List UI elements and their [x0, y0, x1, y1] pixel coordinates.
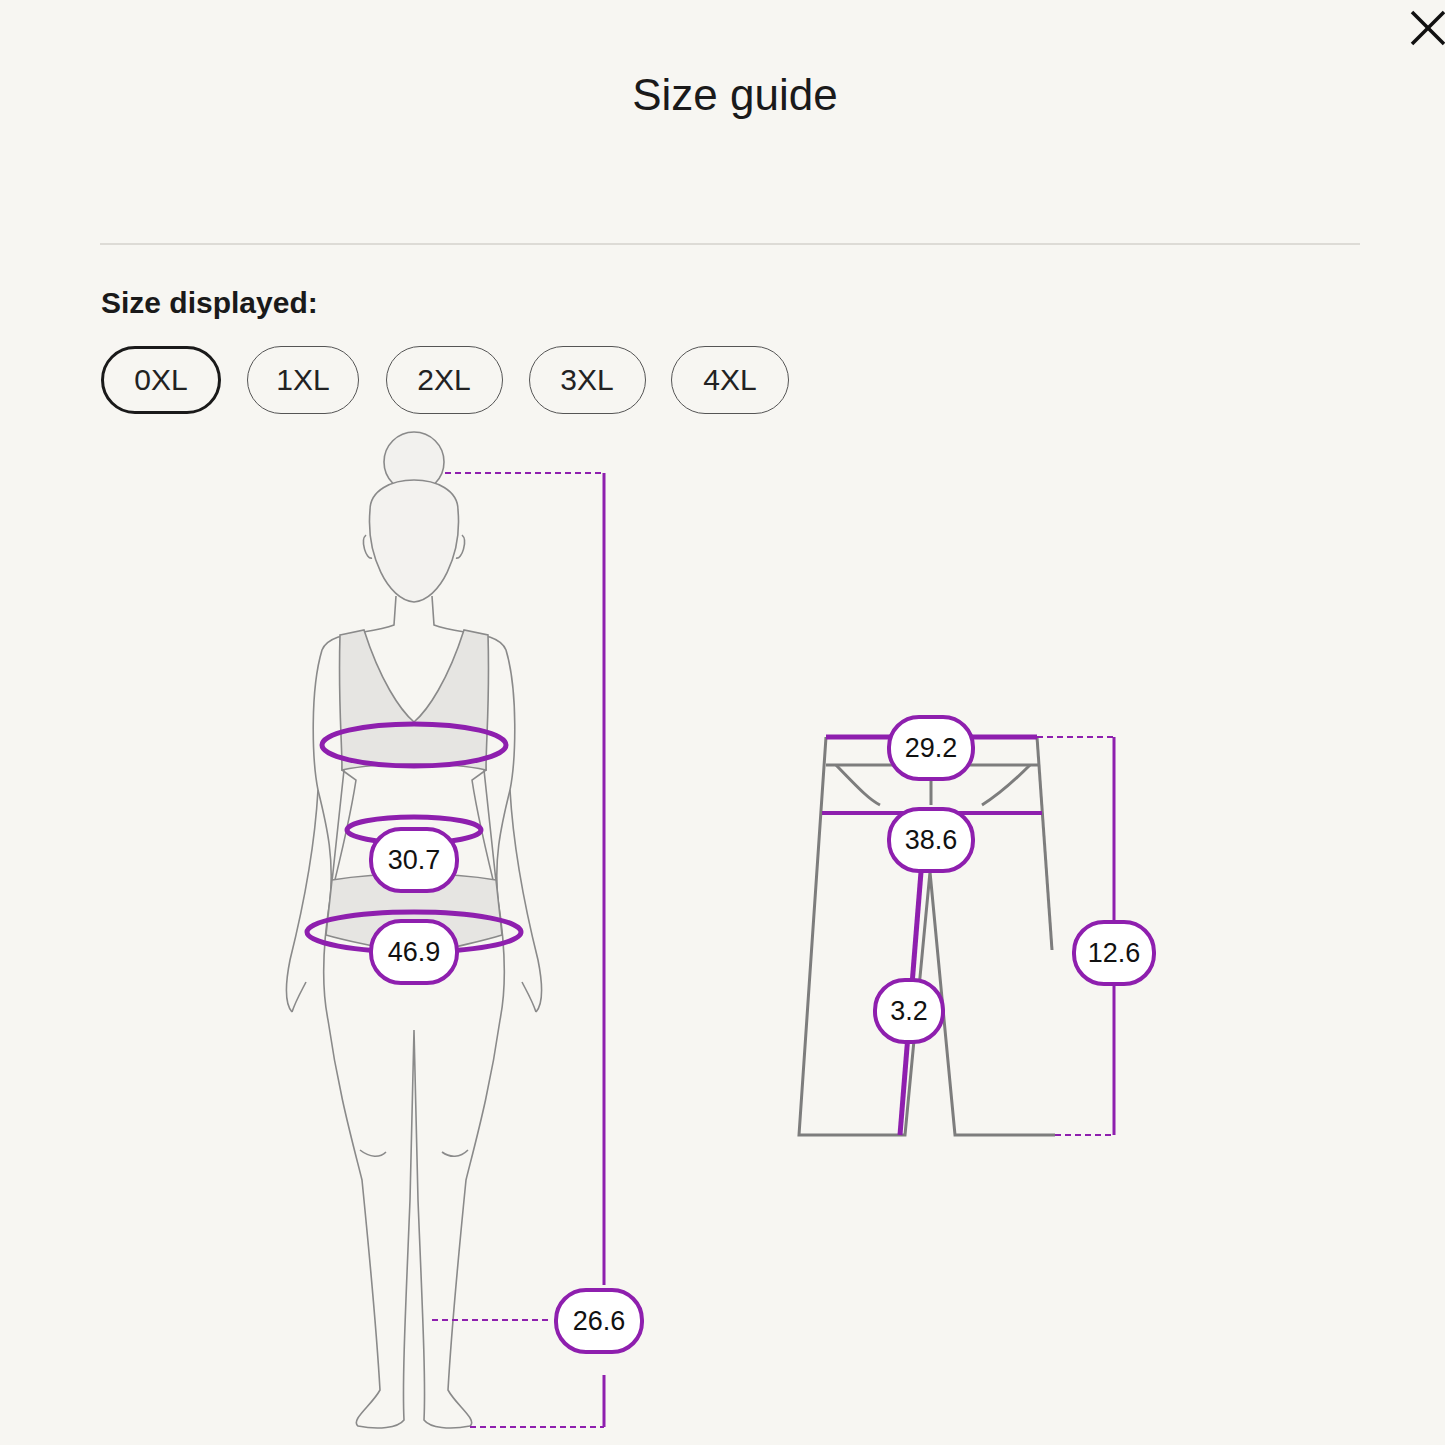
pants-outline [799, 737, 1055, 1135]
measure-value: 38.6 [905, 825, 958, 856]
size-button: 0XL [101, 346, 221, 414]
measure-callout: 29.2 [887, 715, 975, 781]
size-label: 0XL [134, 363, 187, 397]
size-label: 1XL [276, 363, 329, 397]
measure-callout: 30.7 [369, 827, 459, 893]
size-button: 4XL [671, 346, 789, 414]
page-title: Size guide [632, 70, 837, 120]
body-rings [307, 724, 521, 952]
measure-callout: 46.9 [369, 919, 459, 985]
measure-value: 12.6 [1088, 938, 1141, 969]
close-icon [1412, 12, 1444, 44]
pants-measure-lines [822, 737, 1114, 1135]
measure-callout: 3.2 [873, 978, 945, 1044]
size-button: 2XL [386, 346, 503, 414]
section-label: Size displayed: [101, 286, 318, 320]
measure-callout: 12.6 [1072, 920, 1156, 986]
measure-value: 29.2 [905, 733, 958, 764]
measure-callout: 38.6 [887, 807, 975, 873]
size-label: 3XL [560, 363, 613, 397]
measure-callout: 26.6 [554, 1288, 644, 1354]
measure-value: 46.9 [388, 937, 441, 968]
size-button: 1XL [247, 346, 359, 414]
measure-value: 26.6 [573, 1306, 626, 1337]
size-label: 2XL [417, 363, 470, 397]
size-label: 4XL [703, 363, 756, 397]
measure-value: 3.2 [890, 996, 928, 1027]
measure-value: 30.7 [388, 845, 441, 876]
size-button: 3XL [529, 346, 646, 414]
body-figure [286, 432, 541, 1428]
divider [100, 243, 1360, 245]
